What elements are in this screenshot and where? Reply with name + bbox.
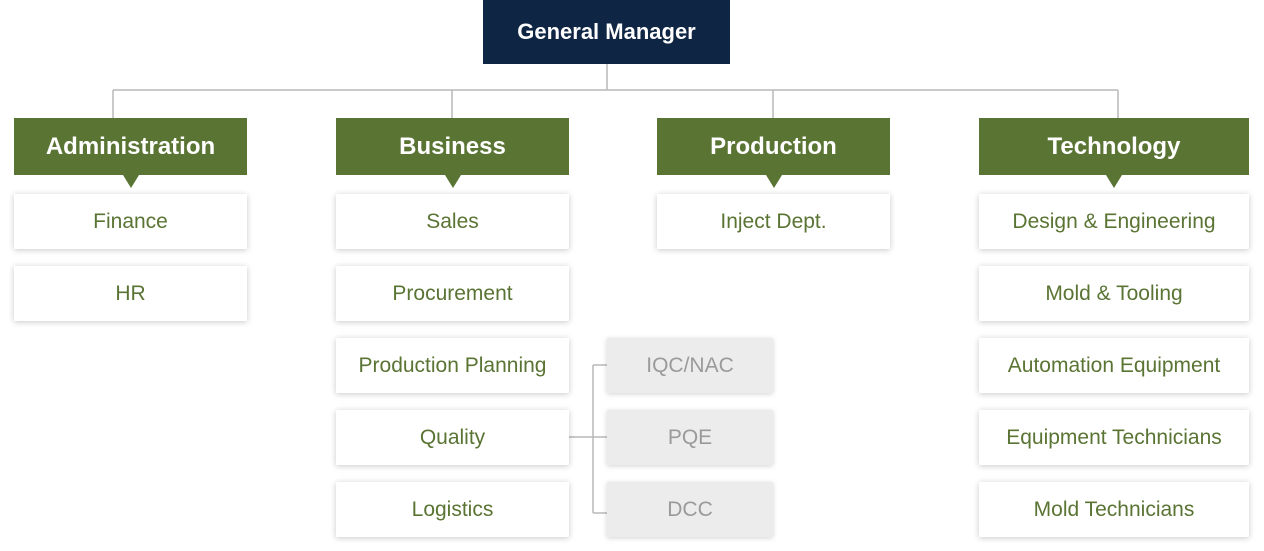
general-manager-label: General Manager	[517, 19, 696, 44]
dept-pointer	[1106, 175, 1122, 188]
dept-pointer	[765, 175, 782, 188]
subunit-pqe: PQE	[607, 410, 773, 465]
dept-business: Business	[336, 118, 569, 188]
dept-business-label: Business	[399, 132, 506, 160]
unit-logistics: Logistics	[336, 482, 569, 537]
unit-equipment-technicians: Equipment Technicians	[979, 410, 1249, 465]
unit-mold-technicians: Mold Technicians	[979, 482, 1249, 537]
unit-automation-equipment: Automation Equipment	[979, 338, 1249, 393]
unit-sales: Sales	[336, 194, 569, 249]
dept-pointer	[444, 175, 461, 188]
subunit-dcc: DCC	[607, 482, 773, 537]
unit-mold-tooling: Mold & Tooling	[979, 266, 1249, 321]
unit-hr: HR	[14, 266, 247, 321]
unit-production-planning: Production Planning	[336, 338, 569, 393]
dept-production: Production	[657, 118, 890, 188]
unit-quality: Quality	[336, 410, 569, 465]
dept-technology: Technology	[979, 118, 1249, 188]
general-manager-box: General Manager	[483, 0, 730, 64]
unit-inject-dept: Inject Dept.	[657, 194, 890, 249]
dept-pointer	[122, 175, 139, 188]
subunit-iqc-nac: IQC/NAC	[607, 338, 773, 393]
dept-production-label: Production	[710, 132, 837, 160]
unit-design-engineering: Design & Engineering	[979, 194, 1249, 249]
unit-finance: Finance	[14, 194, 247, 249]
dept-administration-label: Administration	[45, 132, 216, 160]
dept-administration: Administration	[14, 118, 247, 188]
unit-procurement: Procurement	[336, 266, 569, 321]
dept-technology-label: Technology	[1047, 132, 1181, 160]
